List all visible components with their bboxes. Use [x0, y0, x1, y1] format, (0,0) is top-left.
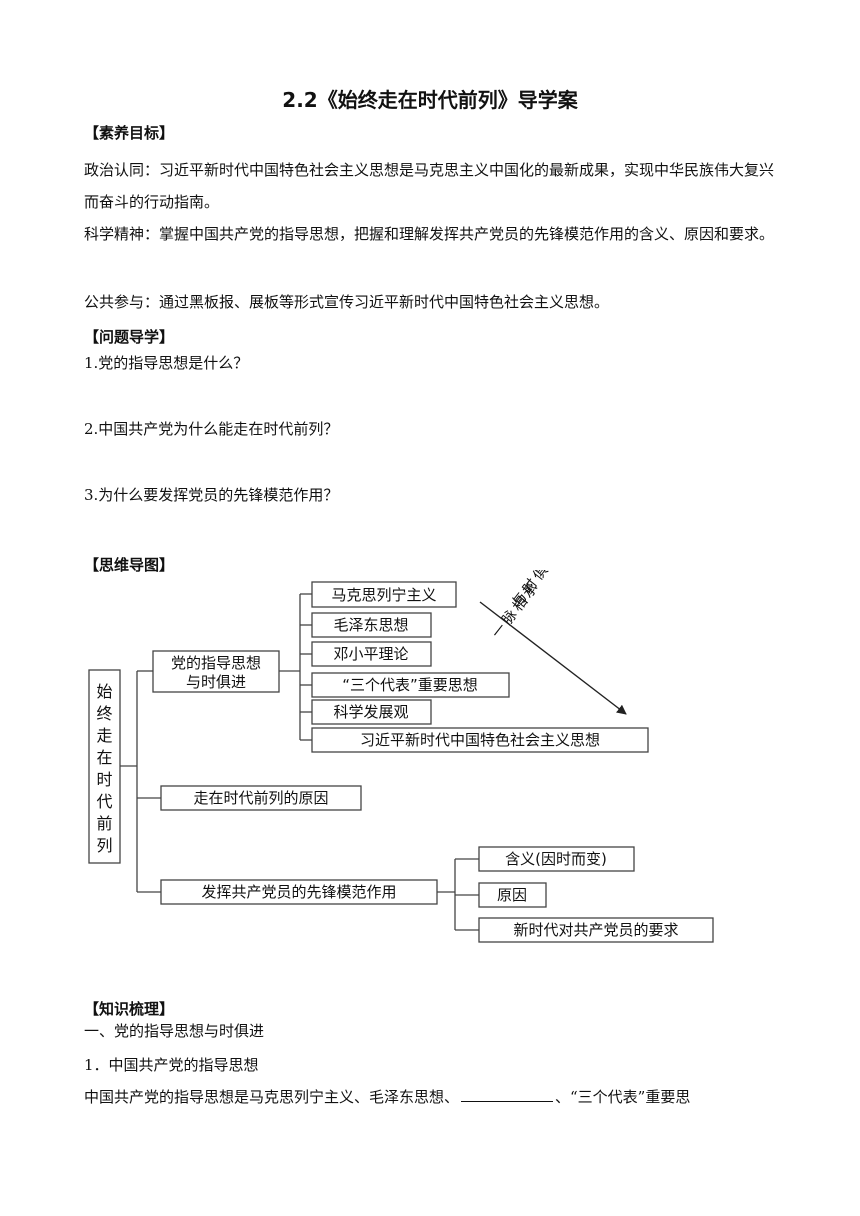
item-meaning: 含义(因时而变) — [505, 850, 607, 868]
item-mao-zedong-thought: 毛泽东思想 — [333, 616, 408, 634]
branch1-box — [152, 650, 280, 693]
branch3-box — [160, 879, 438, 905]
question-2: 2.中国共产党为什么能走在时代前列？ — [84, 420, 339, 438]
arrow-label-lineage: 一脉相承 — [489, 578, 543, 641]
mindmap-root-label: 始终走在时代前列 — [96, 682, 112, 855]
mindmap-header: 【思维导图】 — [84, 556, 175, 574]
item-reason: 原因 — [497, 886, 527, 904]
fill-line-text-after: 、“三个代表”重要思 — [555, 1088, 691, 1106]
goal-political: 政治认同：习近平新时代中国特色社会主义思想是马克思主义中国化的最新成果，实现中华… — [84, 161, 775, 211]
item-scientific-outlook: 科学发展观 — [333, 703, 408, 721]
knowledge-heading-2: 1．中国共产党的指导思想 — [84, 1056, 259, 1074]
evolution-arrow — [479, 601, 627, 715]
questions-header: 【问题导学】 — [84, 328, 175, 346]
knowledge-header: 【知识梳理】 — [84, 1000, 175, 1018]
goals-header: 【素养目标】 — [84, 124, 175, 142]
goal-participation: 公共参与：通过黑板报、展板等形式宣传习近平新时代中国特色社会主义思想。 — [84, 293, 610, 311]
fill-in-blank[interactable] — [461, 1087, 554, 1102]
mindmap-diagram: 始终走在时代前列 党的指导思想 与时俱进 马克思列宁主义 毛泽东思想 邓小平理论… — [88, 570, 714, 943]
branch1-label-line1: 党的指导思想 — [171, 654, 261, 672]
page-title: 2.2《始终走在时代前列》导学案 — [282, 88, 578, 112]
question-1: 1.党的指导思想是什么？ — [84, 354, 249, 372]
knowledge-heading-1: 一、党的指导思想与时俱进 — [84, 1022, 265, 1040]
item-three-represents: “三个代表”重要思想 — [342, 676, 478, 694]
item-marxism-leninism: 马克思列宁主义 — [331, 586, 436, 604]
item-xi-thought: 习近平新时代中国特色社会主义思想 — [360, 731, 600, 749]
item-requirements: 新时代对共产党员的要求 — [513, 921, 678, 939]
question-3: 3.为什么要发挥党员的先锋模范作用？ — [84, 486, 339, 504]
goal-science: 科学精神：掌握中国共产党的指导思想，把握和理解发挥共产党员的先锋模范作用的含义、… — [84, 225, 775, 243]
branch1-label-line2: 与时俱进 — [186, 673, 246, 691]
fill-line-text-before: 中国共产党的指导思想是马克思列宁主义、毛泽东思想、 — [84, 1088, 460, 1106]
branch2-box — [160, 785, 362, 811]
knowledge-fill-line: 中国共产党的指导思想是马克思列宁主义、毛泽东思想、 、“三个代表”重要思 — [84, 1086, 690, 1107]
item-deng-xiaoping-theory: 邓小平理论 — [333, 645, 408, 663]
branch2-label: 走在时代前列的原因 — [193, 789, 328, 807]
branch3-label: 发挥共产党员的先锋模范作用 — [201, 883, 396, 901]
